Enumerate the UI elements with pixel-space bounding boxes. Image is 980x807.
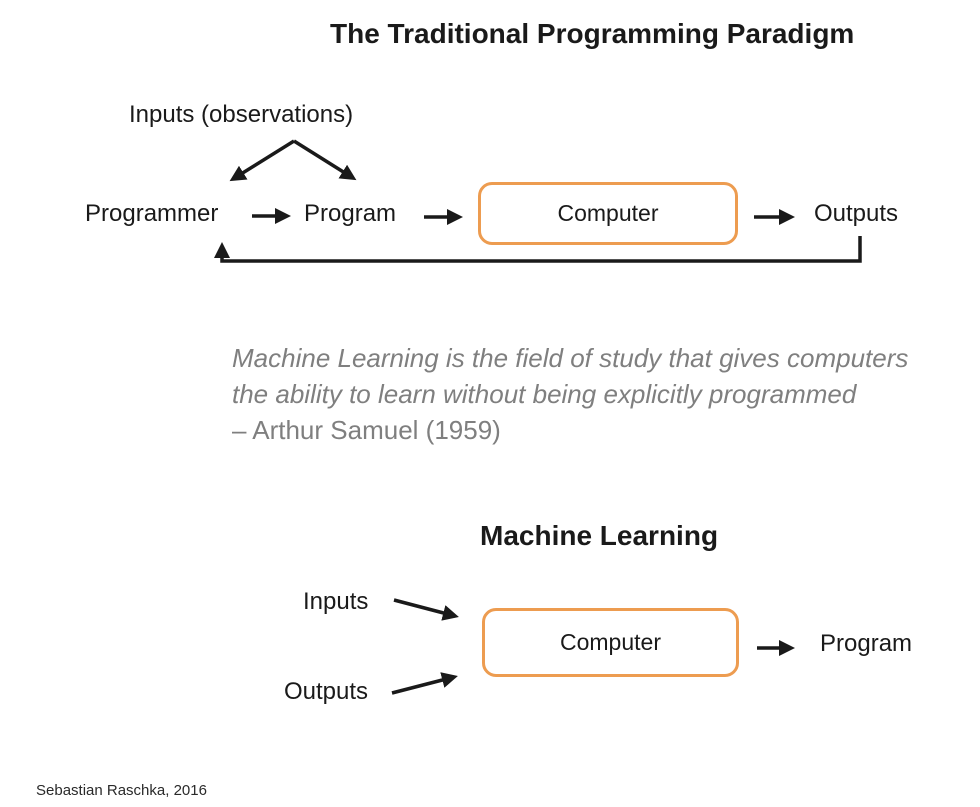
ml-inputs-label: Inputs	[303, 588, 369, 615]
outputs-label: Outputs	[814, 200, 899, 227]
traditional-computer-box: Computer	[478, 182, 738, 245]
arrow-ml-inputs-to-computer	[393, 598, 459, 621]
arrow-ml-outputs-to-computer	[391, 672, 458, 695]
inputs-observations-label: Inputs (observations)	[129, 101, 354, 128]
quote-line-1: Machine Learning is the field of study t…	[232, 343, 909, 373]
author-credit: Sebastian Raschka, 2016	[36, 782, 207, 799]
traditional-title: The Traditional Programming Paradigm	[330, 18, 855, 49]
ml-computer-box: Computer	[482, 608, 739, 677]
arrow-inputs-to-programmer	[229, 139, 295, 182]
arrow-inputs-to-program	[293, 139, 357, 181]
quote-attribution: – Arthur Samuel (1959)	[232, 415, 501, 445]
ml-outputs-label: Outputs	[284, 678, 369, 705]
program-label: Program	[304, 200, 397, 227]
programmer-label: Programmer	[85, 200, 219, 227]
traditional-computer-label: Computer	[557, 200, 659, 226]
ml-computer-label: Computer	[560, 629, 661, 655]
ml-title: Machine Learning	[480, 520, 719, 551]
samuel-quote: Machine Learning is the field of study t…	[232, 340, 908, 448]
quote-line-2: the ability to learn without being expli…	[232, 379, 857, 409]
ml-program-label: Program	[820, 630, 913, 657]
